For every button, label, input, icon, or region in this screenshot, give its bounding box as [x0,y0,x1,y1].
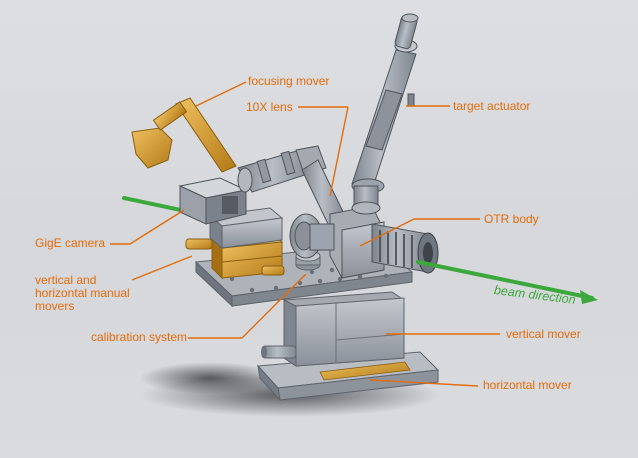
focusing-mover-part [131,97,237,173]
label-calibration-system: calibration system [91,330,188,344]
beam-line-in [122,196,192,214]
target-actuator-part [351,13,419,215]
label-otr-body: OTR body [484,212,539,226]
label-manual-movers-line2: horizontal manual [35,286,130,300]
label-horizontal-mover: horizontal mover [483,378,572,392]
gige-camera-part [178,177,248,225]
label-manual-movers-line3: movers [35,299,75,313]
label-focusing-mover: focusing mover [248,74,330,88]
manual-movers-part [185,207,285,280]
beam-line-out [416,260,594,300]
label-manual-movers-line1: vertical and [35,273,97,287]
lens-tube-part [237,145,347,229]
label-target-actuator: target actuator [453,99,531,113]
leader-lines [110,81,500,387]
otr-body-part [289,205,439,279]
label-vertical-mover: vertical mover [506,327,581,341]
floor-shadow [140,362,280,394]
horizontal-mover-part [256,351,440,402]
label-10x-lens: 10X lens [246,100,293,114]
label-gige-camera: GigE camera [35,236,106,250]
beam-arrowhead [580,290,598,304]
vertical-mover-part [261,291,405,367]
